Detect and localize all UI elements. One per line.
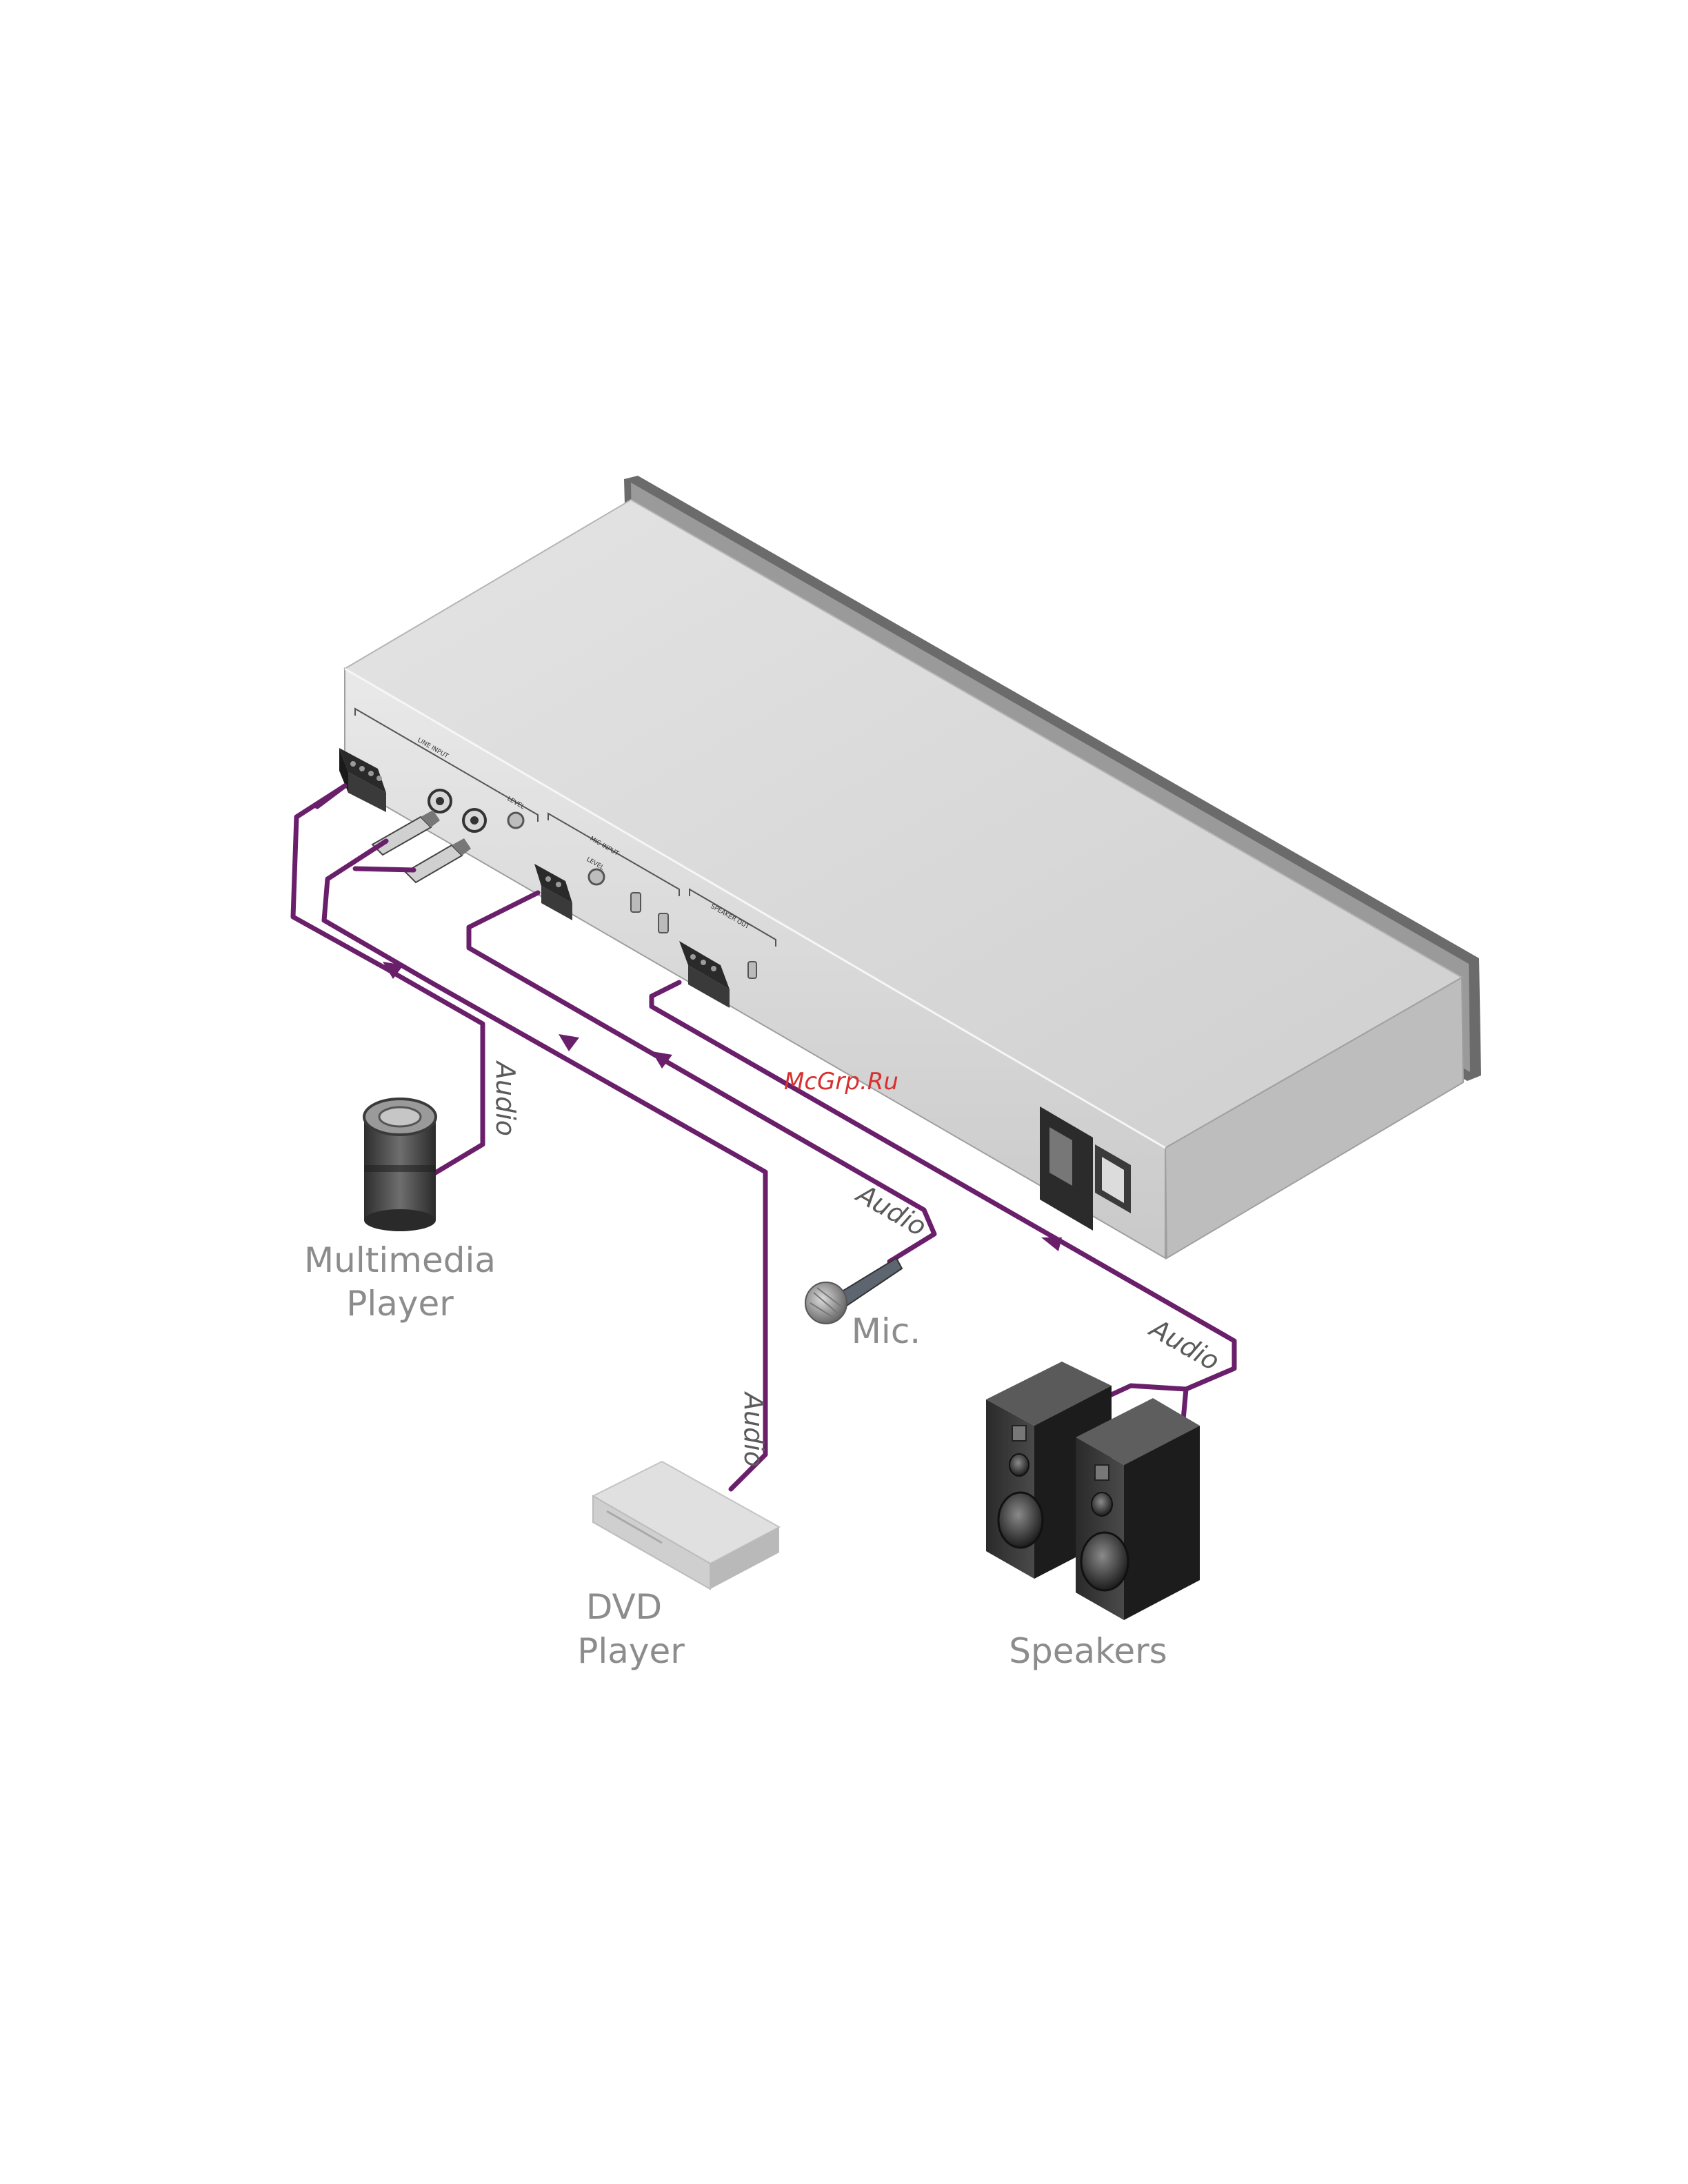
dvd-player-label-line2: Player	[577, 1631, 685, 1671]
amplifier-device: LINE INPUT MIC INPUT SPEAKER OUT LEVEL L…	[339, 476, 1481, 1258]
speaker-audio-label: Audio	[1143, 1312, 1225, 1377]
mic-audio-label: Audio	[850, 1177, 932, 1242]
multimedia-player-label-line1: Multimedia	[304, 1240, 496, 1280]
dvd-arrow	[559, 1034, 579, 1051]
mic-label: Mic.	[852, 1311, 921, 1351]
rca-jack-left[interactable]	[429, 790, 451, 812]
multimedia-audio-label: Audio	[490, 1060, 521, 1136]
speaker-right-icon	[1076, 1398, 1200, 1620]
dvd-audio-label: Audio	[738, 1391, 769, 1467]
rca-plug-right	[405, 838, 471, 882]
multimedia-player-icon	[364, 1099, 436, 1231]
line-level-knob[interactable]	[508, 813, 523, 828]
dvd-player-label-line1: DVD	[586, 1587, 662, 1627]
phantom-switch[interactable]	[631, 893, 641, 912]
speaker-selector-switch[interactable]	[748, 962, 756, 978]
speaker-arrow	[1041, 1237, 1062, 1251]
watermark-text: McGrp.Ru	[784, 1068, 898, 1095]
speakers-label: Speakers	[1009, 1631, 1167, 1671]
dvd-player-icon	[593, 1462, 779, 1589]
mic-level-knob[interactable]	[589, 869, 604, 884]
rca-jack-right[interactable]	[463, 809, 485, 831]
mode-switch[interactable]	[659, 913, 668, 933]
multimedia-player-label-line2: Player	[346, 1284, 454, 1324]
